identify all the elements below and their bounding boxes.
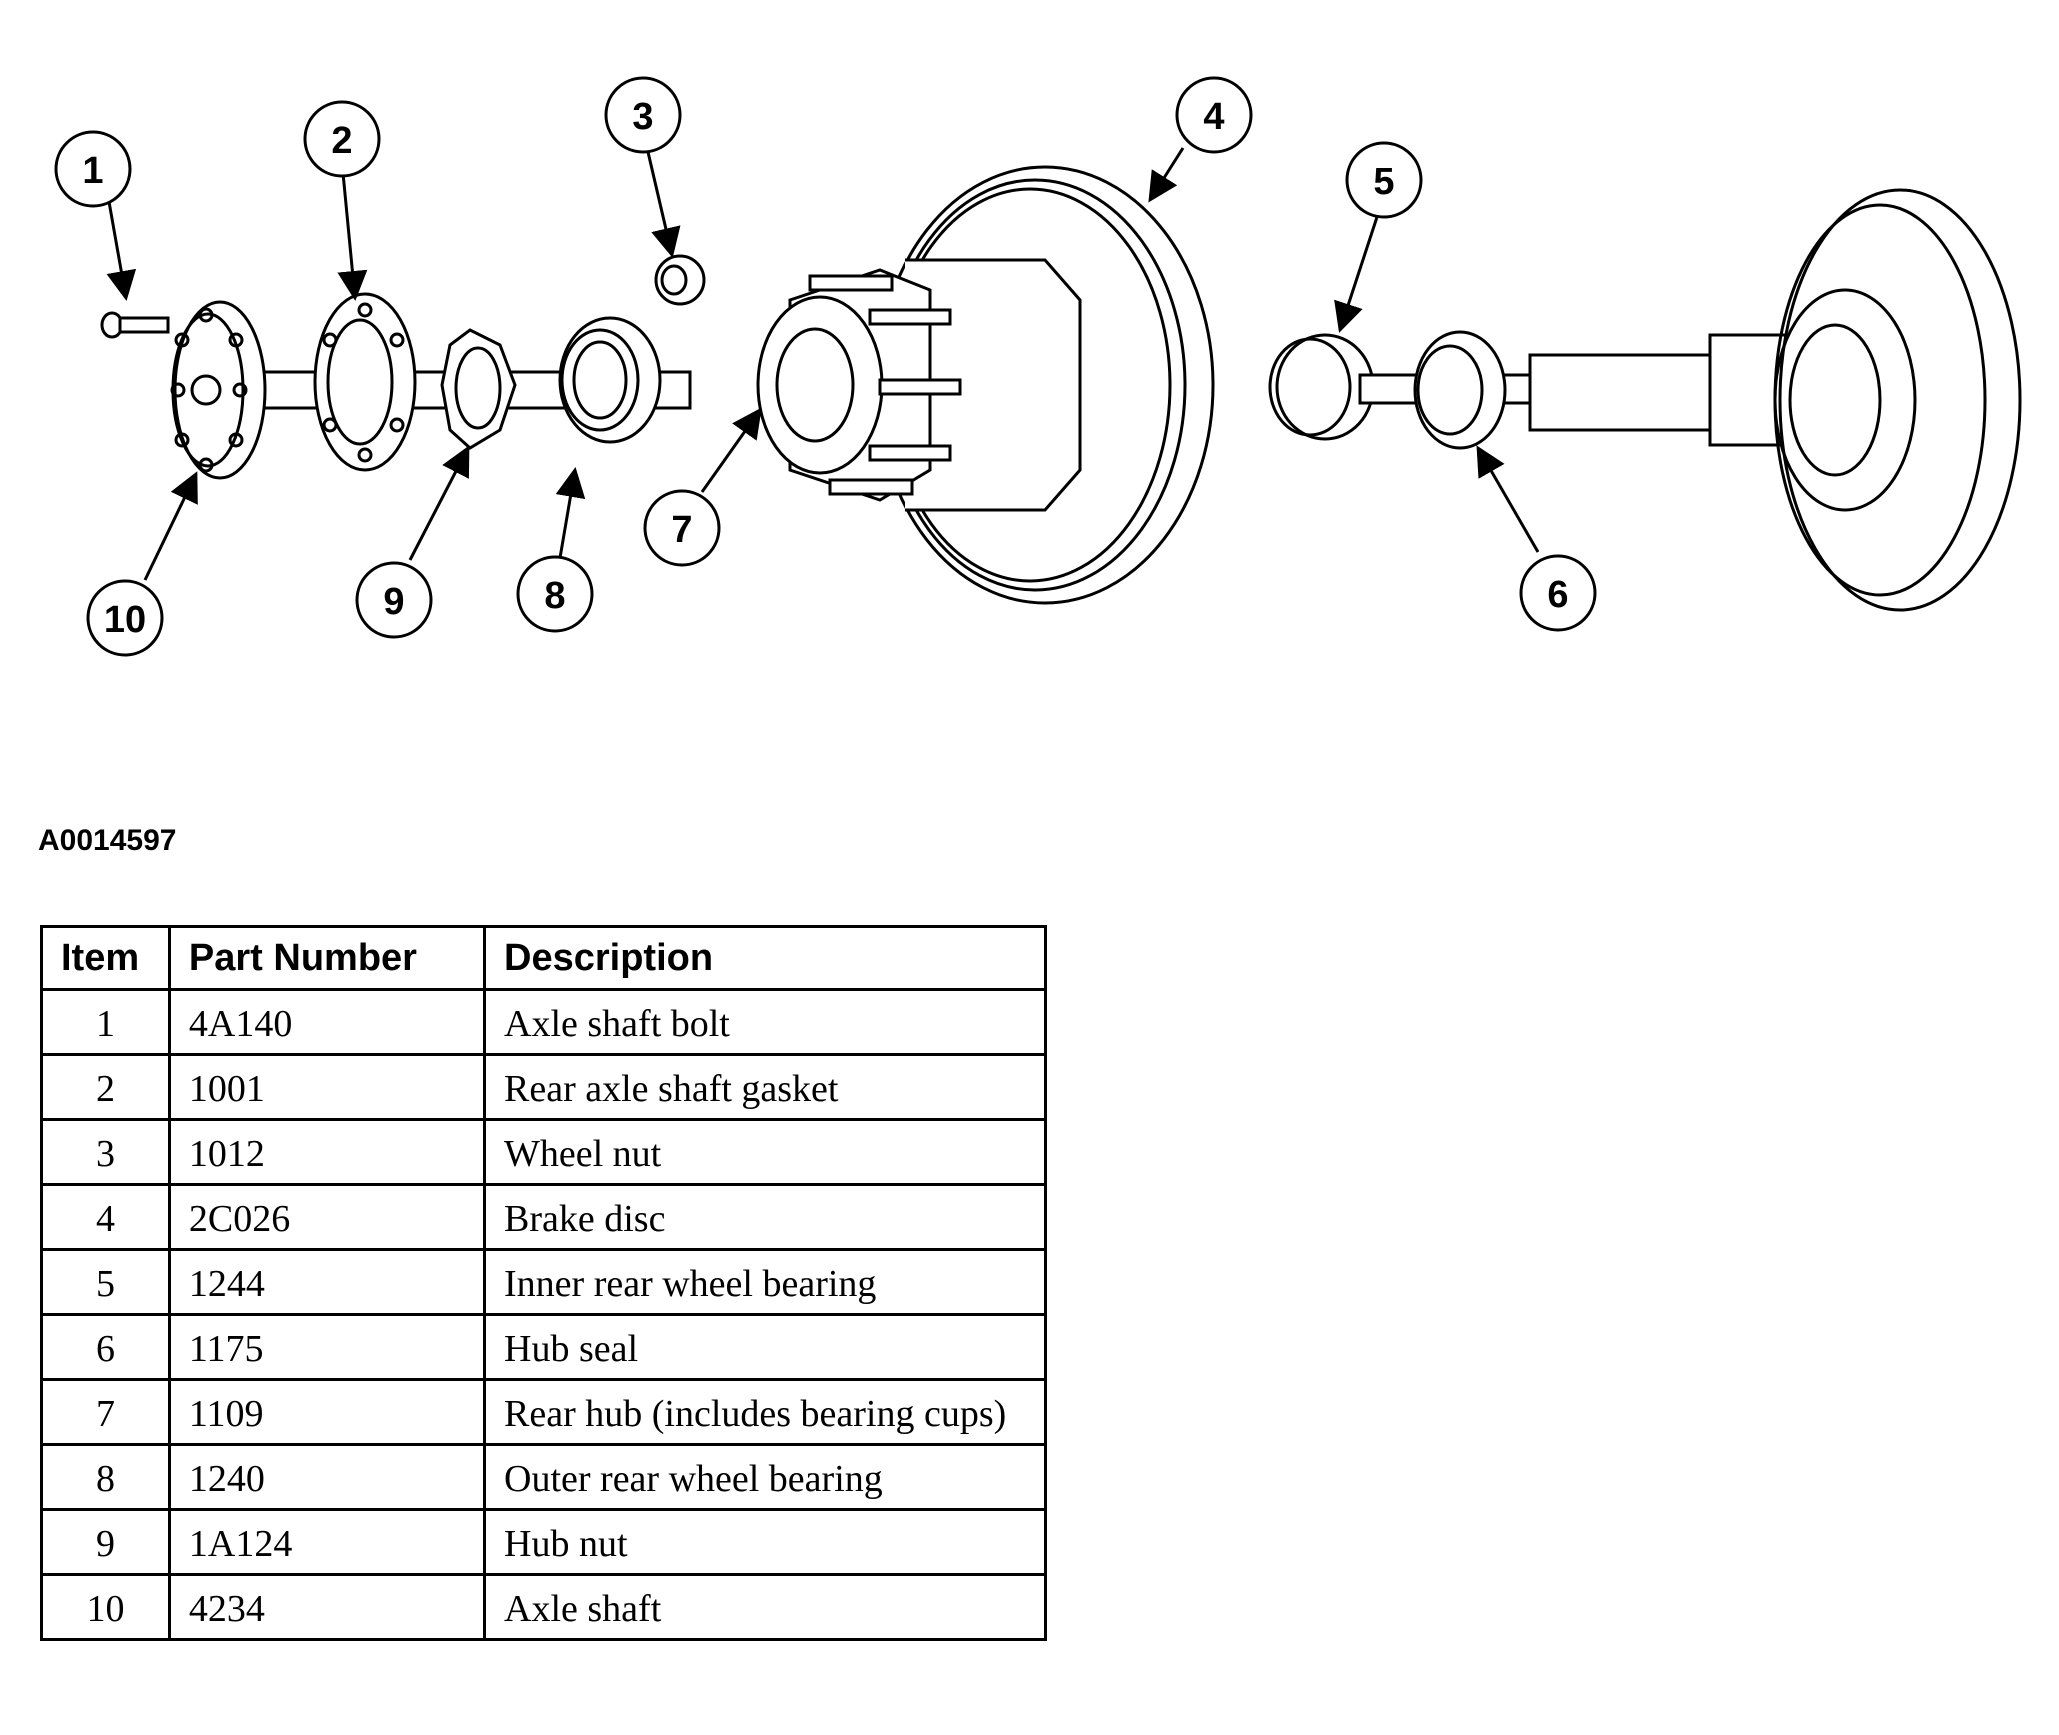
callout-label: 4: [1203, 96, 1224, 138]
part-number-cell: 1001: [167, 1053, 487, 1121]
brake-backing-plate-drawing: [1773, 188, 2022, 612]
callout-9: 9: [355, 561, 433, 639]
description-cell: Outer rear wheel bearing: [483, 1443, 1047, 1511]
header-part-number: Part Number: [167, 925, 487, 991]
item-cell: 1: [40, 988, 171, 1056]
description-cell: Brake disc: [483, 1183, 1047, 1251]
callout-4: 4: [1175, 76, 1253, 154]
inner-bearing-drawing: [1268, 333, 1375, 441]
callout-label: 5: [1373, 161, 1394, 203]
outer-bearing-drawing: [558, 316, 662, 444]
item-cell: 9: [40, 1508, 171, 1576]
hub-nut-drawing: [440, 328, 517, 450]
item-cell: 4: [40, 1183, 171, 1251]
gasket-drawing: [313, 292, 417, 472]
table-row: 3 1012 Wheel nut: [40, 1118, 1047, 1186]
table-header-row: Item Part Number Description: [40, 925, 1047, 991]
header-description: Description: [483, 925, 1047, 991]
callout-label: 9: [383, 581, 404, 623]
table-row: 1 4A140 Axle shaft bolt: [40, 988, 1047, 1056]
callout-leaders: [106, 147, 1540, 581]
item-cell: 2: [40, 1053, 171, 1121]
exploded-axle-diagram: 1 2 3 4 5 6 7 8 9 10: [54, 76, 2022, 657]
item-cell: 8: [40, 1443, 171, 1511]
callout-8: 8: [516, 555, 594, 633]
part-number-cell: 2C026: [167, 1183, 487, 1251]
callout-2: 2: [303, 100, 381, 178]
table-row: 5 1244 Inner rear wheel bearing: [40, 1248, 1047, 1316]
callout-3: 3: [604, 76, 682, 154]
callout-6: 6: [1519, 554, 1597, 632]
callout-label: 7: [671, 509, 692, 551]
description-cell: Inner rear wheel bearing: [483, 1248, 1047, 1316]
callout-7: 7: [643, 489, 721, 567]
item-cell: 10: [40, 1573, 171, 1641]
callout-label: 3: [632, 96, 653, 138]
part-number-cell: 1A124: [167, 1508, 487, 1576]
figure-id: A0014597: [38, 824, 177, 857]
part-number-cell: 4A140: [167, 988, 487, 1056]
axle-shaft-bolt-drawing: [100, 311, 170, 339]
table-row: 10 4234 Axle shaft: [40, 1573, 1047, 1641]
callout-1: 1: [54, 130, 132, 208]
table-row: 2 1001 Rear axle shaft gasket: [40, 1053, 1047, 1121]
wheel-nut-drawing: [654, 254, 706, 306]
table-row: 7 1109 Rear hub (includes bearing cups): [40, 1378, 1047, 1446]
callout-label: 8: [544, 575, 565, 617]
table-row: 6 1175 Hub seal: [40, 1313, 1047, 1381]
callout-10: 10: [86, 579, 164, 657]
callout-label: 6: [1547, 574, 1568, 616]
description-cell: Hub seal: [483, 1313, 1047, 1381]
part-number-cell: 1244: [167, 1248, 487, 1316]
item-cell: 7: [40, 1378, 171, 1446]
parts-table: Item Part Number Description 1 4A140 Axl…: [40, 925, 1047, 1641]
callout-label: 2: [331, 120, 352, 162]
description-cell: Wheel nut: [483, 1118, 1047, 1186]
item-cell: 6: [40, 1313, 171, 1381]
description-cell: Rear hub (includes bearing cups): [483, 1378, 1047, 1446]
part-number-cell: 1175: [167, 1313, 487, 1381]
table-row: 9 1A124 Hub nut: [40, 1508, 1047, 1576]
callout-label: 1: [82, 150, 103, 192]
part-number-cell: 1012: [167, 1118, 487, 1186]
callout-5: 5: [1345, 141, 1423, 219]
item-cell: 5: [40, 1248, 171, 1316]
description-cell: Rear axle shaft gasket: [483, 1053, 1047, 1121]
description-cell: Hub nut: [483, 1508, 1047, 1576]
part-number-cell: 1109: [167, 1378, 487, 1446]
item-cell: 3: [40, 1118, 171, 1186]
part-number-cell: 4234: [167, 1573, 487, 1641]
table-row: 8 1240 Outer rear wheel bearing: [40, 1443, 1047, 1511]
header-item: Item: [40, 925, 171, 991]
callout-label: 10: [104, 599, 146, 641]
rear-hub-drawing: [756, 268, 962, 502]
description-cell: Axle shaft: [483, 1573, 1047, 1641]
table-row: 4 2C026 Brake disc: [40, 1183, 1047, 1251]
part-number-cell: 1240: [167, 1443, 487, 1511]
description-cell: Axle shaft bolt: [483, 988, 1047, 1056]
